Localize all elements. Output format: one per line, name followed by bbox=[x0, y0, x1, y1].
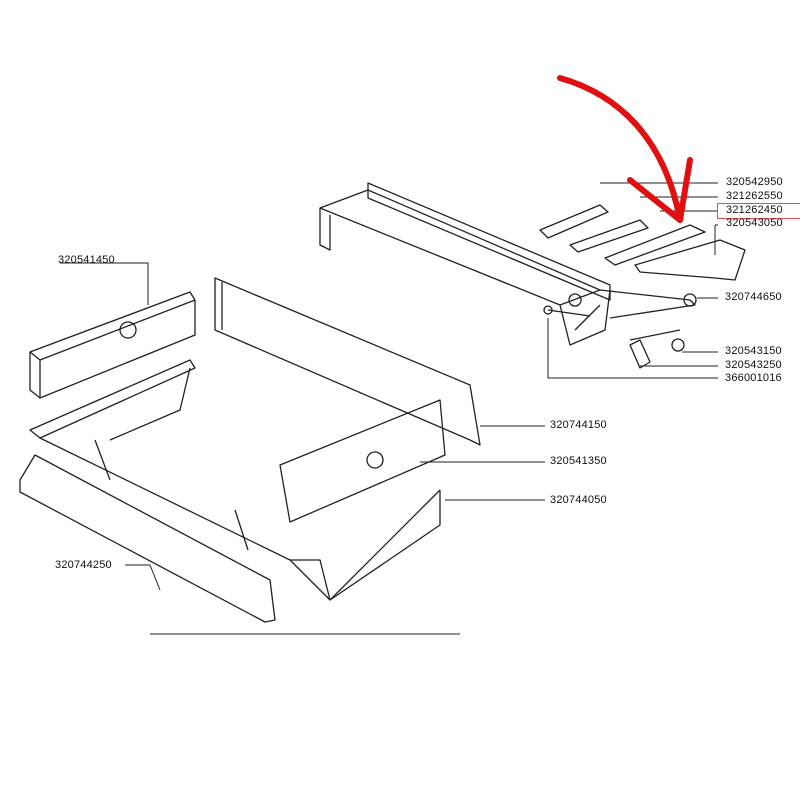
red-arrow-annotation bbox=[557, 75, 693, 223]
part-number-321262450[interactable]: 321262450 bbox=[726, 204, 783, 216]
leader-lines bbox=[60, 182, 718, 635]
part-number-366001016[interactable]: 366001016 bbox=[725, 372, 782, 384]
part-number-320542950[interactable]: 320542950 bbox=[726, 176, 783, 188]
front-strip bbox=[19, 454, 276, 623]
part-number-320541350[interactable]: 320541350 bbox=[550, 455, 607, 467]
part-number-320744150[interactable]: 320744150 bbox=[550, 419, 607, 431]
part-number-320541450[interactable]: 320541450 bbox=[58, 254, 115, 266]
right-side-panel bbox=[279, 399, 446, 523]
part-number-320744050[interactable]: 320744050 bbox=[550, 494, 607, 506]
part-number-320744650[interactable]: 320744650 bbox=[725, 291, 782, 303]
rear-beam-assembly bbox=[319, 182, 697, 346]
part-number-320543050[interactable]: 320543050 bbox=[726, 217, 783, 229]
part-number-320744250[interactable]: 320744250 bbox=[55, 559, 112, 571]
pins bbox=[629, 329, 685, 369]
tray bbox=[29, 359, 441, 601]
left-side-panel bbox=[29, 291, 196, 399]
part-number-321262550[interactable]: 321262550 bbox=[726, 190, 783, 202]
part-number-320543150[interactable]: 320543150 bbox=[725, 345, 782, 357]
back-panel bbox=[214, 277, 481, 446]
bracket-plates bbox=[539, 204, 746, 281]
highlight-box bbox=[717, 203, 800, 219]
part-number-320543250[interactable]: 320543250 bbox=[725, 359, 782, 371]
